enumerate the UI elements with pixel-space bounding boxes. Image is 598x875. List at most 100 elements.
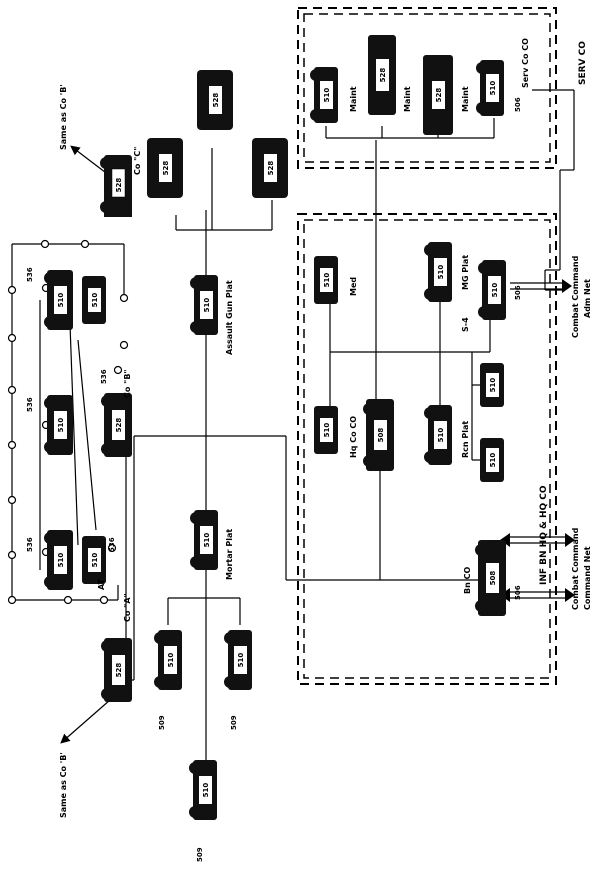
- label-508: 508: [489, 571, 497, 586]
- bn-co-label: Bn CO: [463, 567, 472, 594]
- co-c-label: Co "C": [133, 147, 142, 175]
- cc-cmd-net-line2: Command Net: [583, 546, 592, 610]
- label-510: 510: [489, 81, 497, 96]
- cc-adm-net-line2: Adm Net: [583, 279, 592, 318]
- label-508: 508: [377, 428, 385, 443]
- vehicle-510-ag-plat: [190, 275, 218, 335]
- label-528: 528: [379, 68, 387, 83]
- label-528: 528: [162, 161, 170, 176]
- vehicle-528-maint-3: [423, 55, 453, 135]
- label-510: 510: [491, 283, 499, 298]
- vehicle-510-med: [314, 256, 338, 304]
- label-510: 510: [323, 88, 331, 103]
- inf-bn-box: [297, 213, 557, 685]
- vehicle-528-maint-2: [368, 35, 396, 115]
- co-b-label: Co "B": [123, 369, 132, 398]
- label-528: 528: [435, 88, 443, 103]
- label-510: 510: [203, 298, 211, 313]
- label-528: 528: [115, 663, 123, 678]
- inf-bn-label: INF BN HQ & HQ CO: [539, 485, 549, 585]
- connection-lines: [11, 89, 575, 770]
- co-a-label: Co "A": [123, 593, 132, 622]
- vehicle-510-hq-co: [314, 406, 338, 454]
- cc-cmd-net-line1: Combat Command: [571, 527, 580, 610]
- label-506: 506: [514, 585, 522, 600]
- same-as-co-b-top: Same as Co 'B': [59, 84, 68, 150]
- vehicle-510-mortar-plat: [190, 510, 218, 570]
- vehicle-510-mortar-1: [154, 630, 182, 690]
- label-510: 510: [57, 293, 65, 308]
- vehicle-528-ag-1: [147, 138, 183, 198]
- label-509: 509: [158, 715, 166, 730]
- vehicle-510-s4: [478, 260, 506, 320]
- label-510: 510: [203, 533, 211, 548]
- mortar-plat-label: Mortar Plat: [225, 529, 234, 580]
- label-528: 528: [267, 161, 275, 176]
- label-510: 510: [57, 553, 65, 568]
- assault-gun-plat-label: Assault Gun Plat: [225, 280, 234, 355]
- label-510: 510: [323, 273, 331, 288]
- label-510: 510: [57, 418, 65, 433]
- maint-label-2: Maint: [403, 86, 412, 112]
- vehicles: [44, 35, 506, 820]
- label-510: 510: [91, 293, 99, 308]
- vehicle-510-rcn-1: [480, 363, 504, 407]
- label-510: 510: [202, 783, 210, 798]
- same-as-co-b-bottom: Same as Co 'B': [59, 752, 68, 818]
- vehicle-508-bn-co: [475, 540, 506, 616]
- vehicle-528-co-c: [100, 155, 132, 217]
- label-510: 510: [437, 428, 445, 443]
- label-509: 509: [196, 847, 204, 862]
- cc-adm-net-line1: Combat Command: [571, 255, 580, 338]
- vehicle-510-mortar-3: [189, 760, 217, 820]
- label-510: 510: [167, 653, 175, 668]
- label-536: 536: [100, 369, 108, 384]
- vehicle-510-co-b-at: [82, 276, 106, 324]
- s4-label: S-4: [461, 317, 470, 332]
- label-510: 510: [91, 553, 99, 568]
- vehicle-510-maint-1: [310, 67, 338, 123]
- label-510: 510: [489, 378, 497, 393]
- vehicle-528-co-a: [101, 638, 132, 702]
- label-536: 536: [26, 267, 34, 282]
- label-528: 528: [212, 93, 220, 108]
- serv-co-co-label: Serv Co CO: [521, 38, 530, 88]
- label-536: 536: [26, 397, 34, 412]
- label-510: 510: [237, 653, 245, 668]
- label-510: 510: [489, 453, 497, 468]
- co-net-nodes: [7, 239, 129, 605]
- vehicle-510-serv-co-co: [476, 60, 504, 116]
- label-536: 536: [108, 537, 116, 552]
- unit-labels: Same as Co 'B' Same as Co 'B' Co "C" Co …: [59, 38, 592, 818]
- vehicle-510-mg-plat: [424, 242, 452, 302]
- label-528: 528: [115, 418, 123, 433]
- vehicle-528-ag-2: [197, 70, 233, 130]
- at-label: AT: [97, 578, 106, 590]
- serv-co-box: [297, 7, 557, 169]
- vehicle-510-rcn-plat: [424, 405, 452, 465]
- label-536: 536: [26, 537, 34, 552]
- label-510: 510: [323, 423, 331, 438]
- label-509: 509: [230, 715, 238, 730]
- radio-number-labels: 528 528 528 528 510 510 510 510 528 510 …: [26, 68, 522, 862]
- label-506: 506: [514, 97, 522, 112]
- vehicle-510-co-b-2: [44, 395, 73, 455]
- vehicle-510-co-a-at: [82, 536, 106, 584]
- med-label: Med: [349, 277, 358, 296]
- maint-label-1: Maint: [349, 86, 358, 112]
- vehicle-528-ag-3: [252, 138, 288, 198]
- arrowheads: [500, 279, 575, 602]
- label-506: 506: [514, 285, 522, 300]
- hq-co-co-label: Hq Co CO: [349, 416, 358, 458]
- vehicle-510-co-a-1: [44, 530, 73, 590]
- mg-plat-label: MG Plat: [461, 255, 470, 290]
- vehicle-510-rcn-2: [480, 438, 504, 482]
- rcn-plat-label: Rcn Plat: [461, 421, 470, 458]
- label-528: 528: [115, 178, 123, 193]
- serv-co-label: SERV CO: [578, 41, 588, 85]
- maint-label-3: Maint: [461, 86, 470, 112]
- vehicle-510-co-b-1: [44, 270, 73, 330]
- vehicle-510-mortar-2: [224, 630, 252, 690]
- label-510: 510: [437, 265, 445, 280]
